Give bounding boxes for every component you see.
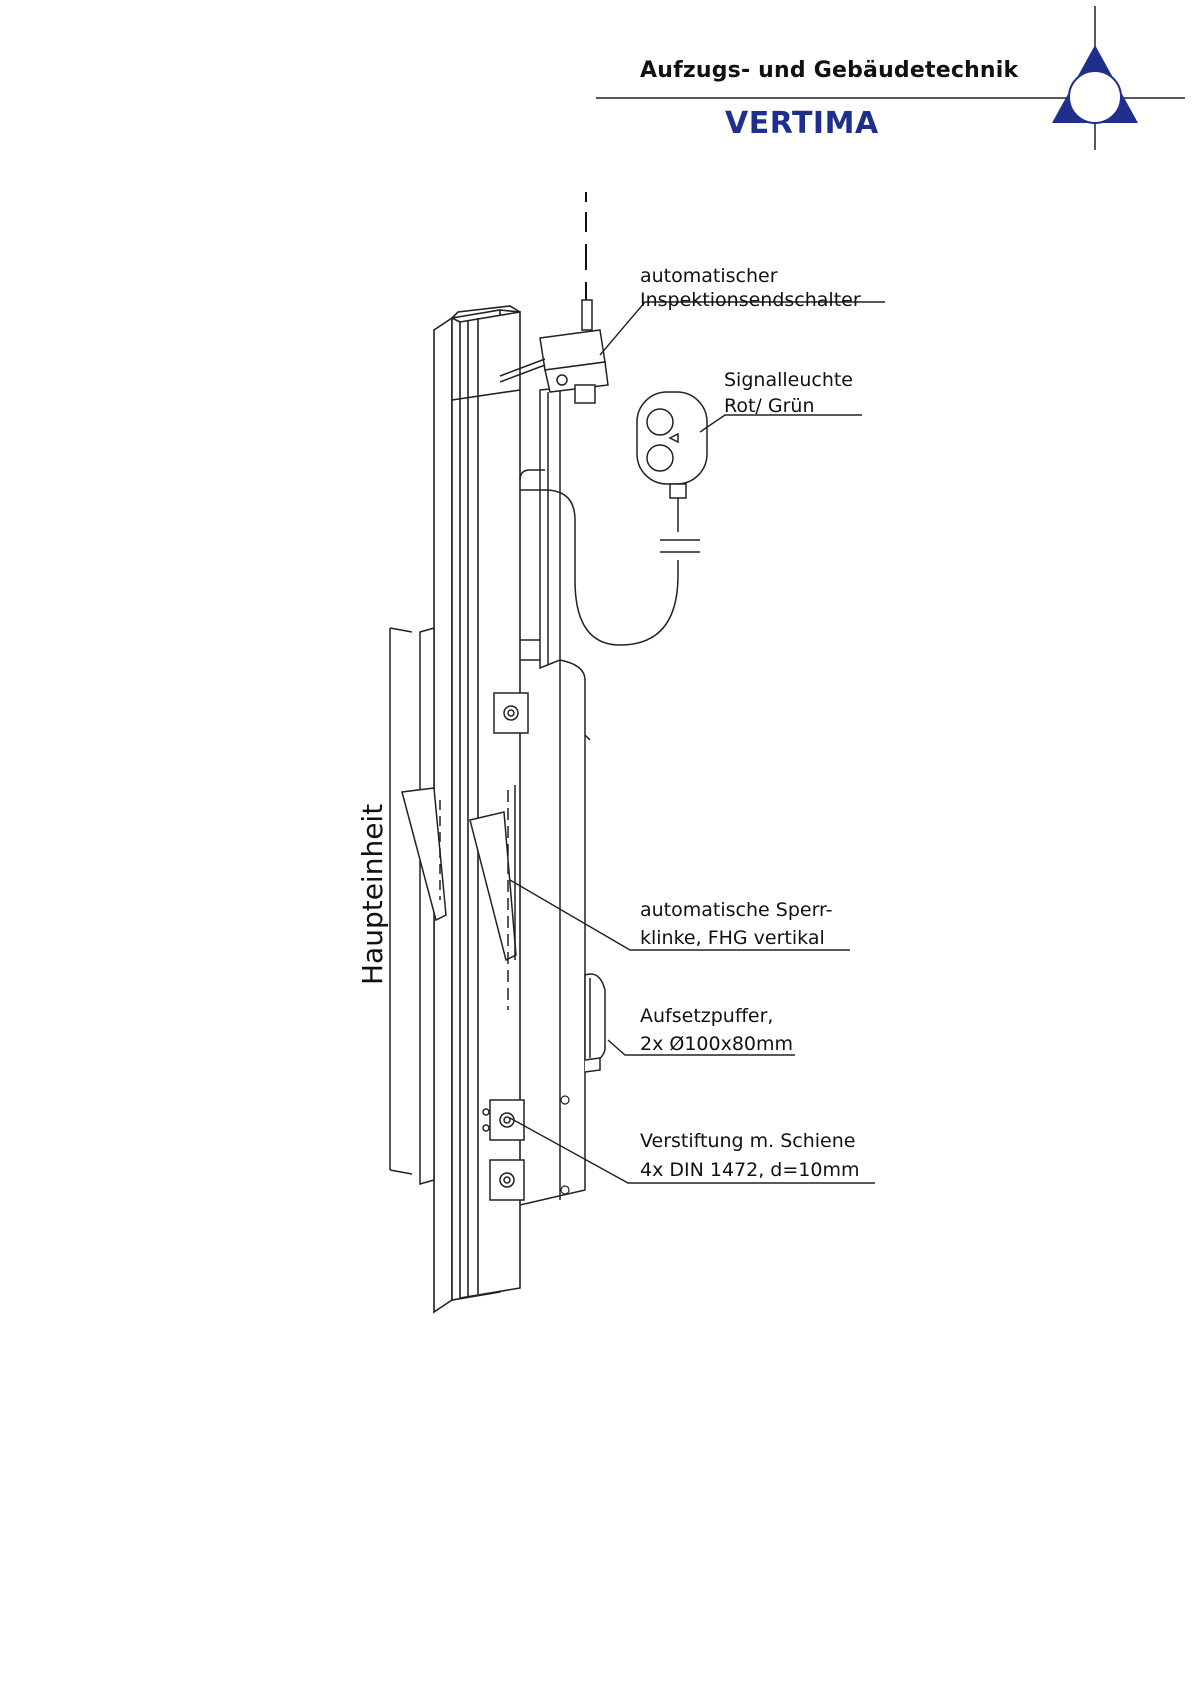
guide-shoe-lower xyxy=(490,1160,524,1200)
vertima-logo-icon xyxy=(596,6,1185,150)
label-pawl-2: klinke, FHG vertikal xyxy=(640,927,825,949)
label-inspection-switch-1: automatischer xyxy=(640,265,778,287)
label-buffer-1: Aufsetzpuffer, xyxy=(640,1005,773,1027)
frame-screws xyxy=(561,1096,569,1194)
label-signal-light-2: Rot/ Grün xyxy=(724,395,814,417)
buffer xyxy=(585,974,605,1072)
label-pinning-1: Verstiftung m. Schiene xyxy=(640,1130,855,1152)
label-pinning-2: 4x DIN 1472, d=10mm xyxy=(640,1159,859,1181)
label-signal-light-1: Signalleuchte xyxy=(724,369,853,391)
main-unit-bracket xyxy=(390,628,412,1174)
guide-shoe-upper xyxy=(494,693,528,733)
label-buffer-2: 2x Ø100x80mm xyxy=(640,1033,793,1055)
label-inspection-switch-2: Inspektionsendschalter xyxy=(640,289,861,311)
label-main-unit: Haupteinheit xyxy=(356,804,389,985)
label-pawl-1: automatische Sperr- xyxy=(640,899,833,921)
